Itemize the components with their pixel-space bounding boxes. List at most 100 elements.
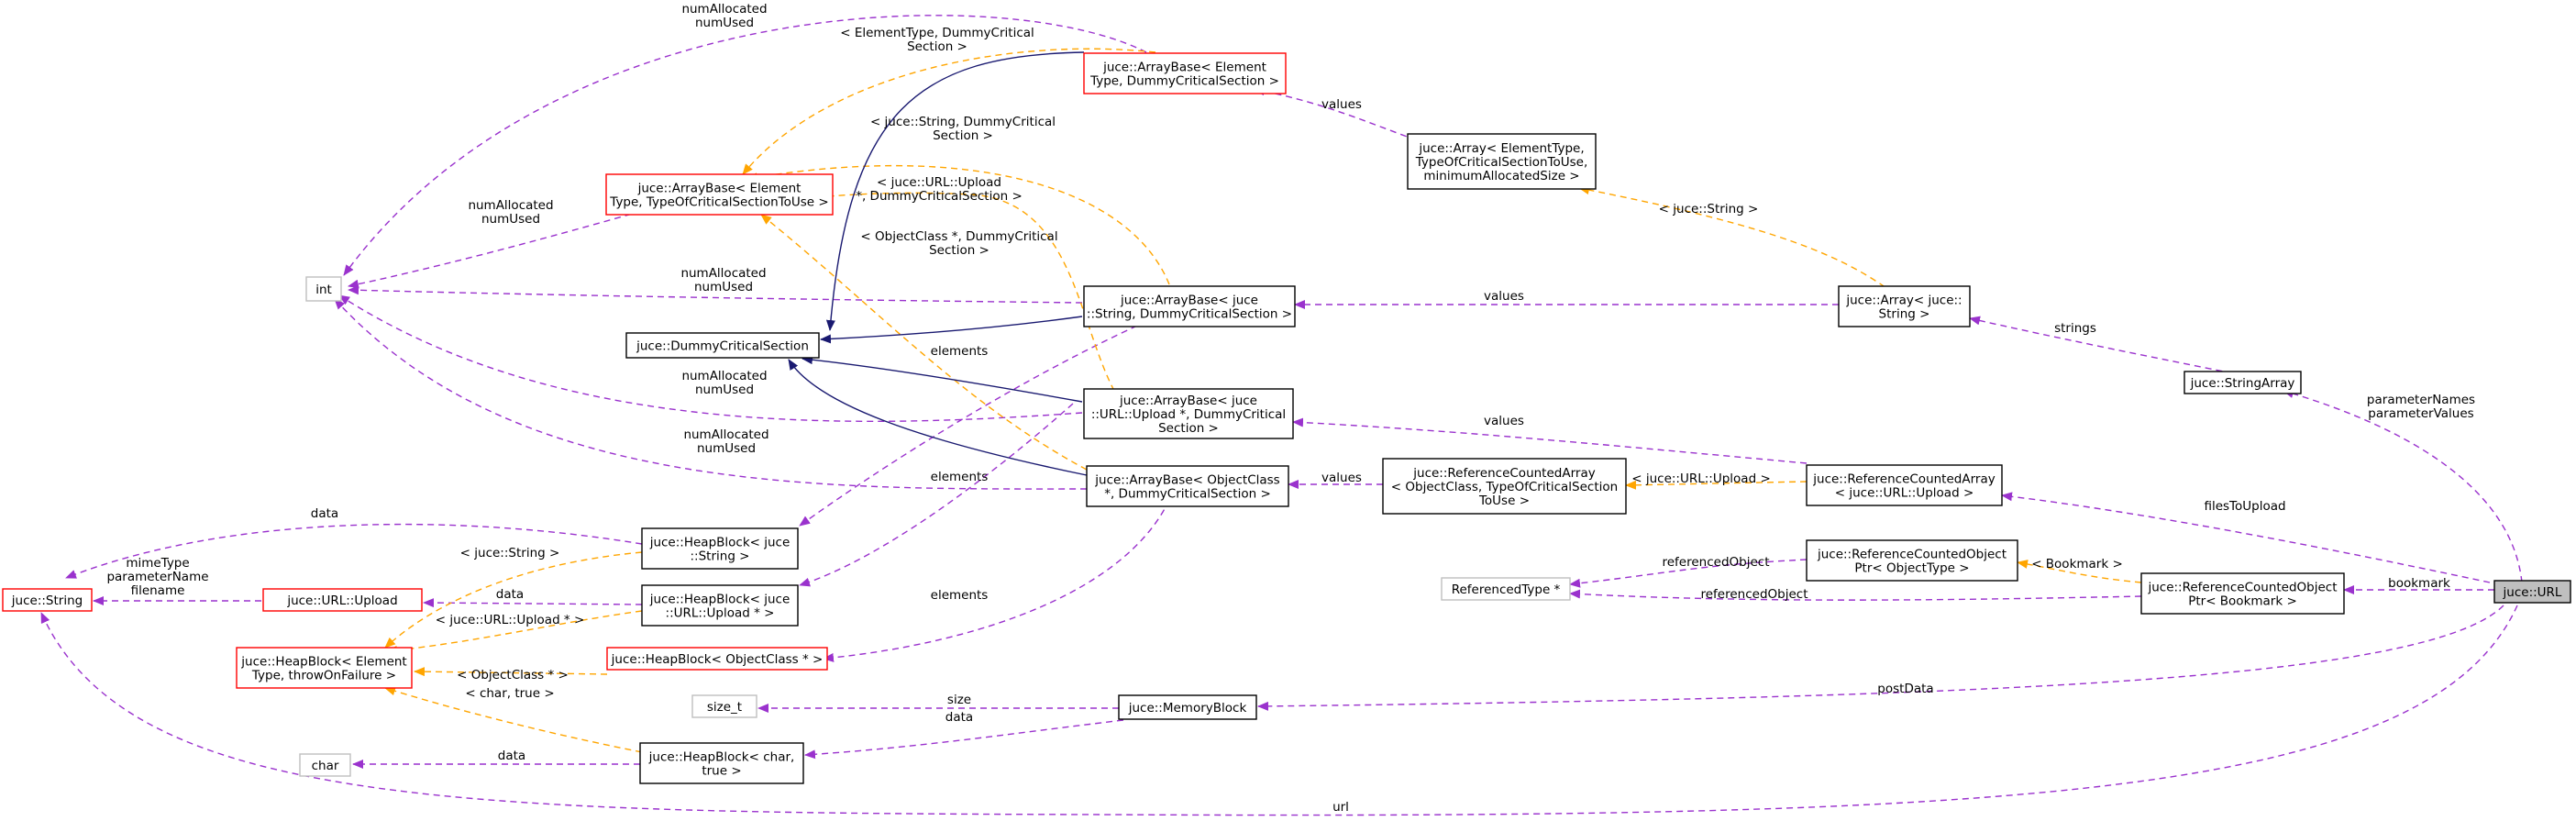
- class-node-label: TypeOfCriticalSectionToUse,: [1415, 155, 1587, 170]
- class-node-hb-char[interactable]: juce::HeapBlock< char,true >: [639, 742, 804, 784]
- class-node-upload[interactable]: juce::URL::Upload: [262, 588, 423, 612]
- class-node-label: juce::HeapBlock< Element: [240, 655, 406, 670]
- edge-ab-upload-to-int: [338, 294, 1083, 423]
- class-node-label: juce::HeapBlock< char,: [648, 750, 795, 765]
- class-node-rca-upload[interactable]: juce::ReferenceCountedArray< juce::URL::…: [1806, 464, 2003, 506]
- class-node-ab-objclass[interactable]: juce::ArrayBase< ObjectClass*, DummyCrit…: [1086, 465, 1289, 507]
- edge-ab-objclass-to-int: [334, 298, 1088, 490]
- edge-url-to-string: [40, 605, 2518, 816]
- class-node-box: [2, 588, 93, 612]
- class-node-ab-elem-dcs[interactable]: juce::ArrayBase< ElementType, DummyCriti…: [1083, 52, 1287, 94]
- edge-label-size: size: [947, 693, 971, 707]
- class-node-hb-objclass[interactable]: juce::HeapBlock< ObjectClass * >: [606, 647, 828, 671]
- edge-ab-upload-inherits-dcs: [802, 355, 1083, 403]
- edge-label-param: parameterNames: [2367, 393, 2475, 407]
- edge-label-elements-hb-string: elements: [931, 344, 989, 359]
- edge-hb-string-to-hb-tmpl: [384, 551, 643, 649]
- class-node-label: Ptr< ObjectType >: [1854, 561, 1969, 576]
- edge-label-data-char: data: [498, 749, 525, 763]
- class-node-reftype[interactable]: ReferencedType *: [1441, 577, 1571, 601]
- class-node-char[interactable]: char: [299, 753, 351, 777]
- edge-label-ab-upload-inst: < juce::URL::Upload: [877, 175, 1001, 190]
- class-node-box: [1083, 285, 1296, 327]
- class-node-box: [641, 527, 799, 570]
- class-node-label: juce::HeapBlock< juce: [649, 593, 790, 607]
- class-node-ab-string[interactable]: juce::ArrayBase< juce::String, DummyCrit…: [1083, 285, 1296, 327]
- edge-label-data-memblock: data: [945, 710, 973, 725]
- class-node-stringarray[interactable]: juce::StringArray: [2184, 371, 2302, 394]
- edge-label-values-rca: values: [1321, 471, 1362, 485]
- edge-url-to-memblock: [1257, 605, 2504, 711]
- edge-label-ab-string-inst: < juce::String, DummyCritical: [870, 115, 1056, 129]
- class-node-label: juce::ArrayBase< Element: [1102, 61, 1266, 75]
- edge-label-rca-upload-inst: < juce::URL::Upload >: [1631, 472, 1771, 486]
- class-node-label: ::String >: [691, 549, 750, 564]
- edge-ab-objclass-to-tcs: [760, 214, 1088, 471]
- edge-hb-char-to-hb-tmpl: [384, 686, 643, 753]
- class-node-ab-elem-tcs[interactable]: juce::ArrayBase< ElementType, TypeOfCrit…: [605, 173, 834, 216]
- edge-label-ab-string-inst: Section >: [933, 128, 993, 143]
- class-node-hb-upload[interactable]: juce::HeapBlock< juce::URL::Upload * >: [641, 584, 799, 627]
- class-node-label: ToUse >: [1478, 494, 1530, 508]
- edge-rcop-tmpl-to-reftype: [1569, 559, 1808, 588]
- class-node-label: juce::ArrayBase< juce: [1120, 294, 1258, 308]
- class-node-label: *, DummyCriticalSection >: [1104, 487, 1271, 502]
- edge-array-string-to-array-tmpl: [1578, 185, 1895, 294]
- class-node-box: [1118, 694, 1257, 720]
- class-node-box: [606, 647, 828, 671]
- class-node-label: juce::ArrayBase< juce: [1119, 394, 1257, 408]
- class-node-dcs[interactable]: juce::DummyCriticalSection: [625, 332, 820, 359]
- class-node-rca-tmpl[interactable]: juce::ReferenceCountedArray< ObjectClass…: [1382, 458, 1627, 515]
- class-node-box: [1441, 577, 1571, 601]
- edge-label-elements-hb-objclass: elements: [931, 588, 989, 603]
- class-node-hb-tmpl[interactable]: juce::HeapBlock< ElementType, throwOnFai…: [236, 647, 413, 689]
- class-node-box: [1407, 133, 1597, 190]
- class-node-box: [2140, 572, 2345, 615]
- class-node-box: [1083, 52, 1287, 94]
- class-node-array-string[interactable]: juce::Array< juce::String >: [1838, 285, 1971, 327]
- class-node-ab-upload[interactable]: juce::ArrayBase< juce::URL::Upload *, Du…: [1083, 388, 1294, 439]
- class-node-box: [691, 694, 757, 718]
- class-node-label: Type, throwOnFailure >: [251, 669, 396, 683]
- class-node-label: true >: [702, 764, 741, 779]
- class-node-memblock[interactable]: juce::MemoryBlock: [1118, 694, 1257, 720]
- class-node-label: size_t: [707, 700, 742, 715]
- edge-memblock-to-hb-char: [804, 719, 1124, 760]
- class-node-box: [305, 276, 342, 302]
- class-node-label: juce::String: [11, 594, 83, 608]
- edge-label-numalloc-objclass: numAllocated: [683, 427, 768, 442]
- class-node-int[interactable]: int: [305, 276, 342, 302]
- edge-label-numalloc-objclass: numUsed: [697, 441, 756, 456]
- class-node-array-tmpl[interactable]: juce::Array< ElementType,TypeOfCriticalS…: [1407, 133, 1597, 190]
- class-node-label: juce::Array< ElementType,: [1418, 141, 1584, 156]
- edge-label-param: parameterValues: [2368, 406, 2473, 421]
- edge-label-hb-objclass-inst: < ObjectClass * >: [457, 668, 569, 682]
- class-node-label: juce::ReferenceCountedArray: [1812, 472, 1995, 487]
- class-node-url[interactable]: juce::URL: [2493, 580, 2571, 604]
- edge-label-mime: parameterName: [106, 570, 208, 584]
- edge-label-postdata: postData: [1877, 682, 1933, 696]
- class-node-hb-string[interactable]: juce::HeapBlock< juce::String >: [641, 527, 799, 570]
- class-node-label: juce::StringArray: [2190, 376, 2295, 391]
- edge-rca-upload-to-ab-upload: [1292, 417, 1808, 464]
- class-node-string[interactable]: juce::String: [2, 588, 93, 612]
- class-node-size-t[interactable]: size_t: [691, 694, 757, 718]
- edge-rcop-bookmark-to-reftype: [1569, 589, 2142, 601]
- edge-rcop-bookmark-to-rcop-tmpl: [2017, 560, 2142, 583]
- class-node-box: [1838, 285, 1971, 327]
- edge-label-numalloc-top: numUsed: [695, 16, 754, 30]
- class-node-label: < juce::URL::Upload >: [1835, 486, 1974, 501]
- class-node-label: juce::MemoryBlock: [1128, 701, 1247, 716]
- edge-label-numalloc-upload: numUsed: [695, 383, 754, 397]
- edge-ab-upload-to-hb-upload: [799, 403, 1074, 587]
- edge-label-strings: strings: [2054, 321, 2096, 336]
- class-node-label: ::URL::Upload * >: [666, 606, 775, 621]
- edge-ab-elem-dcs-inherits-dcs: [825, 51, 1085, 331]
- edge-label-hb-char-inst: < char, true >: [465, 686, 554, 701]
- edge-label-bookmark: bookmark: [2388, 576, 2450, 591]
- edge-label-bookmark-inst: < Bookmark >: [2031, 557, 2123, 571]
- edge-label-data-string: data: [311, 506, 338, 521]
